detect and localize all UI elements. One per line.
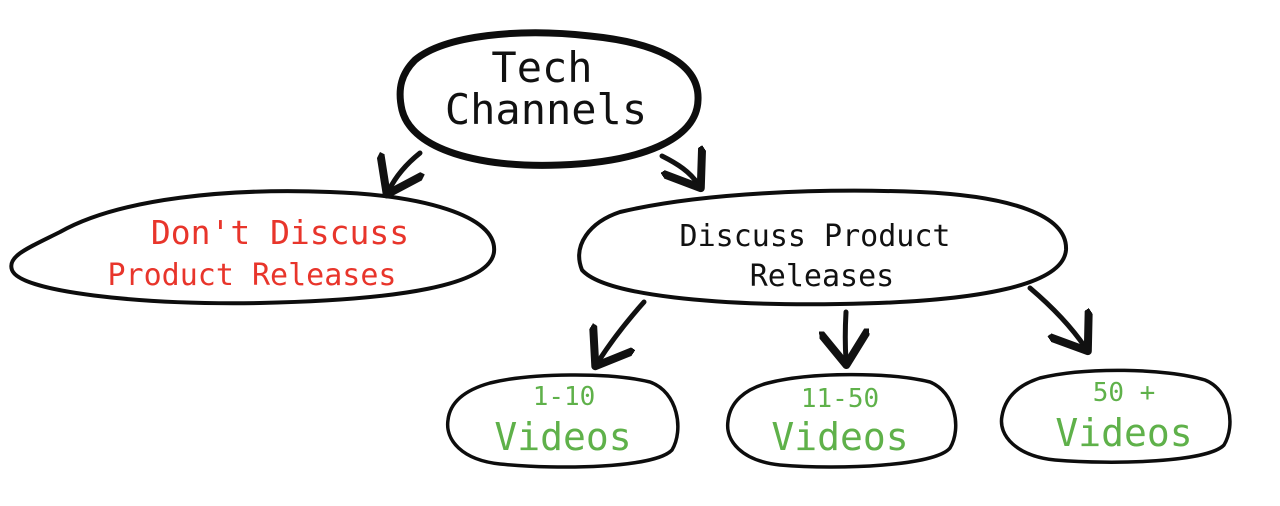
arrow-root-to-discuss: [659, 156, 698, 184]
node-50-plus-label: 50 +: [1093, 378, 1156, 408]
node-tech-channels: Tech Channels: [396, 29, 702, 169]
node-discuss: Discuss Product Releases: [577, 188, 1069, 307]
node-11-50-videos: 11-50 Videos: [725, 372, 958, 469]
node-1-10-videos-label: Videos: [494, 415, 631, 459]
arrow-discuss-to-11-50: [845, 309, 846, 360]
node-dont-discuss-line2: Product Releases: [108, 258, 397, 293]
node-discuss-line2: Releases: [750, 259, 895, 294]
node-tech-channels-line1: Tech: [491, 43, 592, 92]
arrow-root-to-dont-discuss: [389, 150, 420, 190]
node-dont-discuss-line1: Don't Discuss: [151, 213, 409, 252]
node-1-10-videos: 1-10 Videos: [445, 373, 680, 469]
node-11-50-videos-label: Videos: [771, 415, 908, 459]
node-1-10-label: 1-10: [533, 382, 596, 412]
arrow-discuss-to-1-10: [598, 299, 647, 362]
arrow-discuss-to-50-plus: [1027, 285, 1085, 347]
node-50-plus-videos: 50 + Videos: [999, 368, 1232, 464]
node-11-50-label: 11-50: [801, 384, 879, 414]
node-dont-discuss: Don't Discuss Product Releases: [9, 189, 497, 306]
node-50-plus-videos-label: Videos: [1055, 411, 1192, 455]
node-discuss-line1: Discuss Product: [680, 219, 951, 254]
node-tech-channels-line2: Channels: [445, 85, 647, 134]
